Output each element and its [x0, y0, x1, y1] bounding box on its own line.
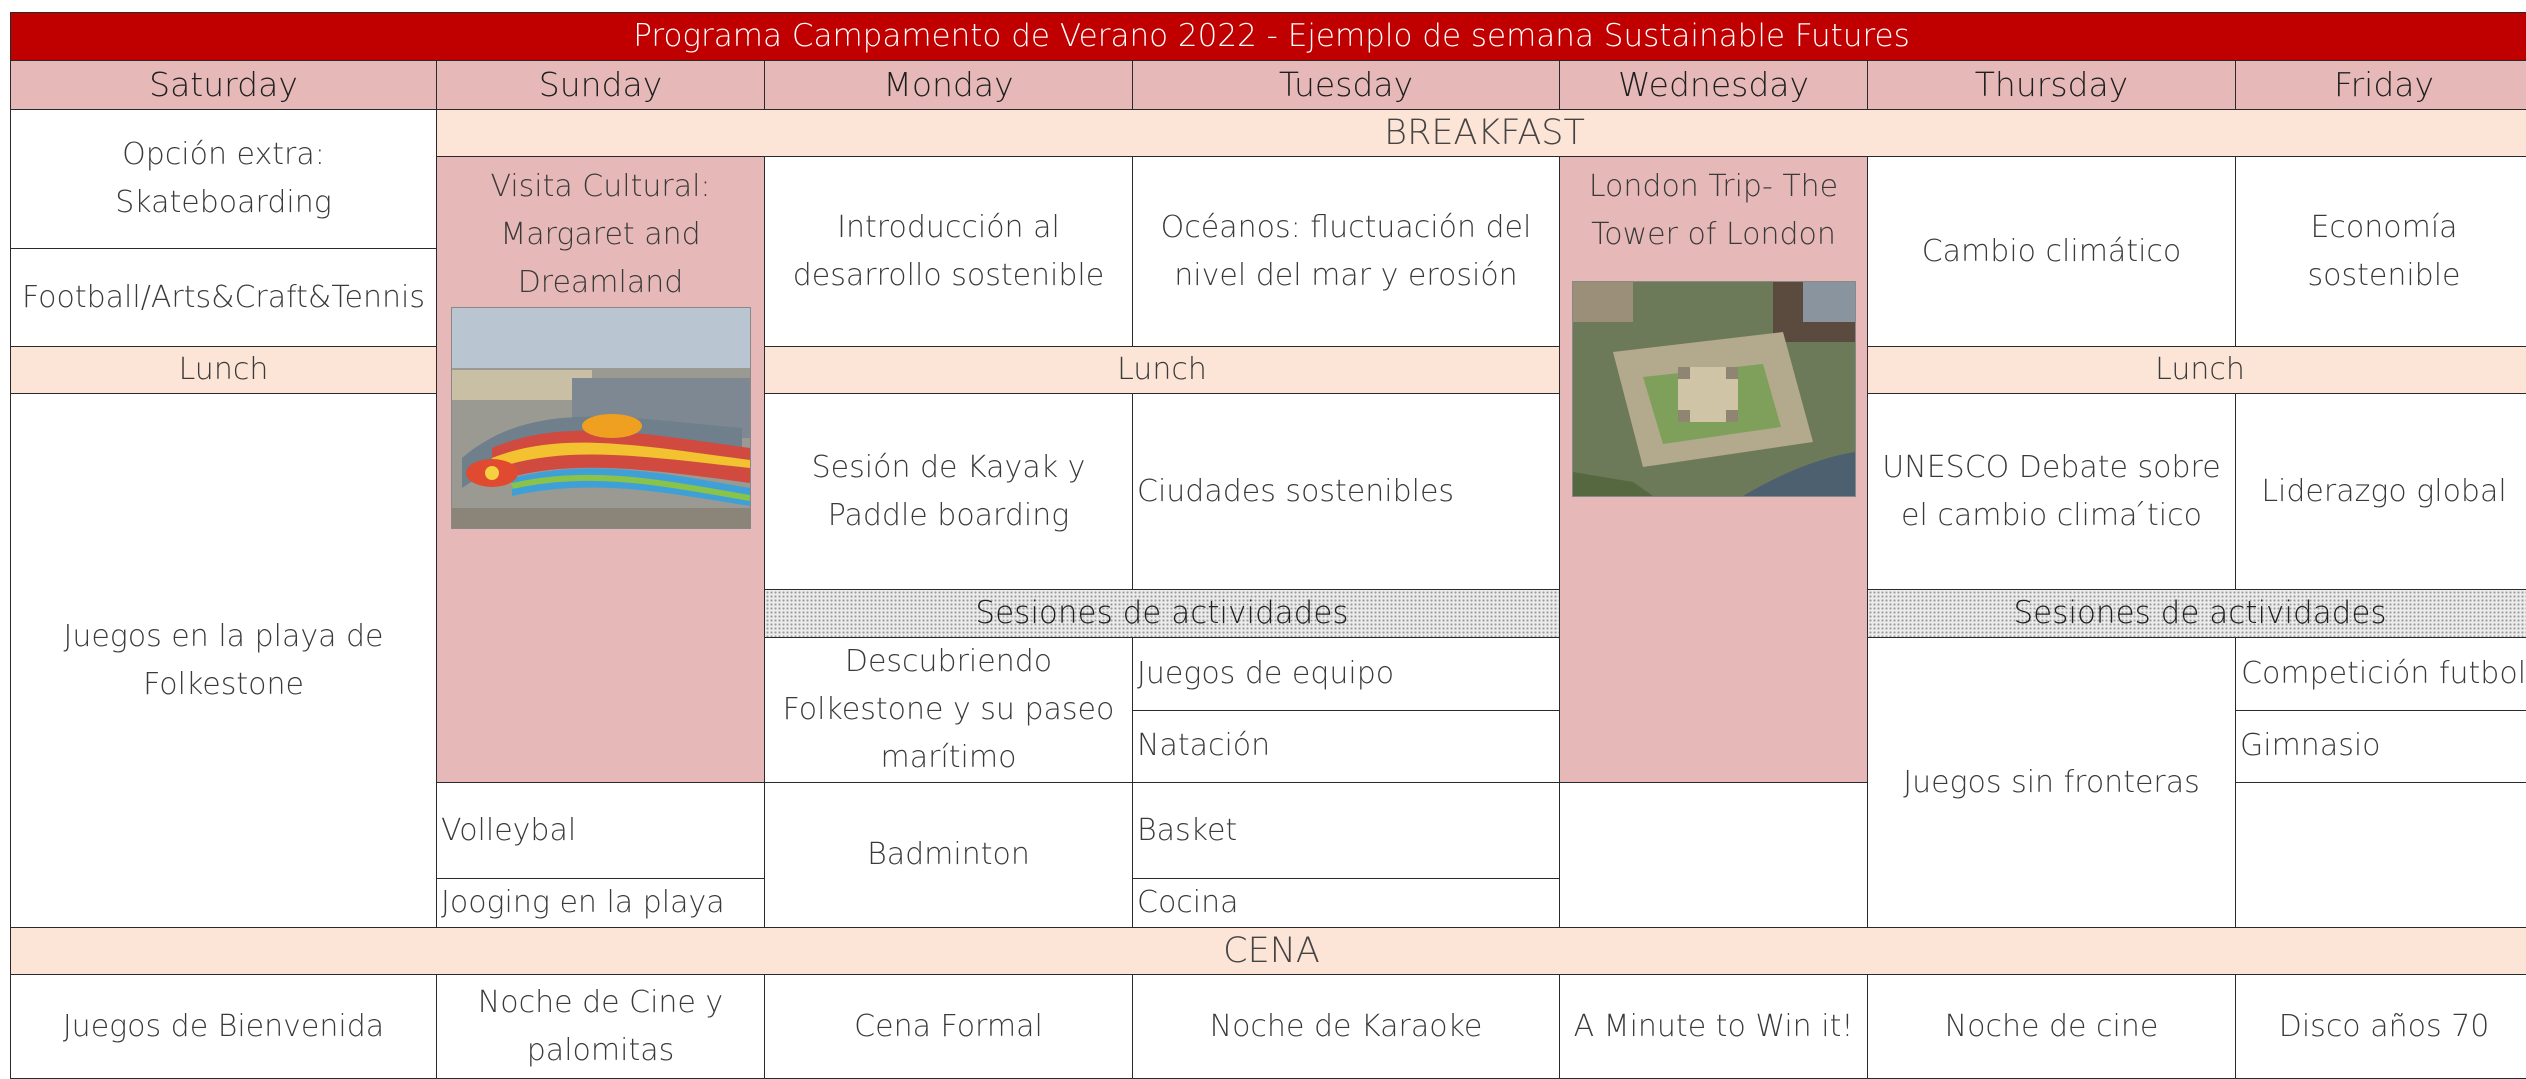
schedule-title: Programa Campamento de Verano 2022 - Eje…	[11, 13, 2526, 61]
monday-activity-3: Jooging en la playa	[437, 879, 765, 928]
saturday-morning-2: Football/Arts&Craft&Tennis	[11, 249, 437, 347]
day-header-friday: Friday	[2236, 61, 2526, 110]
saturday-evening: Juegos de Bienvenida	[11, 975, 437, 1079]
sessions-header-thu-fri: Sesiones de actividades	[1868, 590, 2526, 638]
friday-activity-2: Gimnasio	[2236, 710, 2526, 783]
breakfast-bar: BREAKFAST	[437, 110, 2526, 157]
sessions-header-mon-tue: Sesiones de actividades	[765, 590, 1560, 638]
tuesday-afternoon: Ciudades sostenibles	[1133, 394, 1560, 590]
sunday-trip-cell: Visita Cultural: Margaret and Dreamland	[437, 157, 765, 783]
saturday-afternoon: Juegos en la playa de Folkestone	[11, 394, 437, 928]
thursday-friday-lunch: Lunch	[1868, 347, 2526, 394]
friday-activity-3: Basket	[1133, 783, 1560, 879]
monday-afternoon: Sesión de Kayak y Paddle boarding	[765, 394, 1133, 590]
thursday-morning: Cambio climático	[1868, 157, 2236, 347]
tuesday-morning: Océanos: fluctuación del nivel del mar y…	[1133, 157, 1560, 347]
monday-activity-1: Descubriendo Folkestone y su paseo marít…	[765, 638, 1133, 783]
sunday-evening: Noche de Cine y palomitas	[437, 975, 765, 1079]
day-header-thursday: Thursday	[1868, 61, 2236, 110]
thursday-afternoon: UNESCO Debate sobre el cambio clima ́tic…	[1868, 394, 2236, 590]
day-header-wednesday: Wednesday	[1560, 61, 1868, 110]
tuesday-activity-2: Natación	[1133, 710, 1560, 783]
monday-tuesday-lunch: Lunch	[765, 347, 1560, 394]
friday-activity-4: Cocina	[1133, 879, 1560, 928]
tuesday-activity-3: Badminton	[765, 783, 1133, 928]
day-header-tuesday: Tuesday	[1133, 61, 1560, 110]
monday-morning: Introducción al desarrollo sostenible	[765, 157, 1133, 347]
sunday-trip-label: Visita Cultural: Margaret and Dreamland	[441, 163, 760, 307]
day-header-sunday: Sunday	[437, 61, 765, 110]
saturday-lunch: Lunch	[11, 347, 437, 394]
friday-morning: Economía sostenible	[2236, 157, 2526, 347]
dinner-bar: CENA	[11, 928, 2526, 975]
thursday-activity: Juegos sin fronteras	[1868, 638, 2236, 928]
tuesday-evening: Noche de Karaoke	[1133, 975, 1560, 1079]
wednesday-trip-label: London Trip- The Tower of London	[1564, 163, 1863, 259]
friday-activity-1: Competición futbol	[2236, 638, 2526, 711]
friday-evening: Disco años 70	[2236, 975, 2526, 1079]
day-header-saturday: Saturday	[11, 61, 437, 110]
tuesday-activity-1: Juegos de equipo	[1133, 638, 1560, 711]
day-header-monday: Monday	[765, 61, 1133, 110]
dreamland-photo	[451, 307, 751, 529]
thursday-evening: Noche de cine	[1868, 975, 2236, 1079]
monday-evening: Cena Formal	[765, 975, 1133, 1079]
tower-of-london-photo	[1572, 281, 1856, 497]
schedule-table: Programa Campamento de Verano 2022 - Eje…	[10, 12, 2526, 1079]
wednesday-evening: A Minute to Win it!	[1560, 975, 1868, 1079]
saturday-morning-1: Opción extra: Skateboarding	[11, 110, 437, 249]
monday-activity-2: Volleybal	[437, 783, 765, 879]
wednesday-trip-cell: London Trip- The Tower of London	[1560, 157, 1868, 783]
friday-afternoon: Liderazgo global	[2236, 394, 2526, 590]
